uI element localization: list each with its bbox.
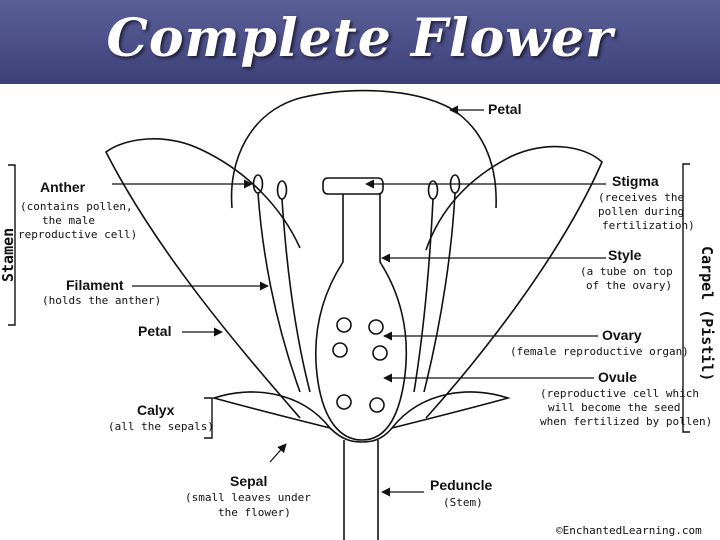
style-label: Style bbox=[608, 247, 642, 263]
stigma-desc-2: pollen during bbox=[598, 205, 684, 218]
right-petal-shape bbox=[425, 145, 603, 419]
sepal-label: Sepal bbox=[230, 473, 267, 489]
receptacle-shape bbox=[329, 427, 393, 443]
sepal-leader bbox=[269, 443, 287, 463]
ovule-shape bbox=[336, 394, 352, 410]
ovule-shape bbox=[336, 317, 352, 333]
anther-shape bbox=[276, 180, 288, 200]
carpel-label: Carpel (Pistil) bbox=[698, 246, 716, 381]
ovule-shape bbox=[332, 342, 348, 358]
anther-label: Anther bbox=[40, 179, 86, 195]
brackets bbox=[8, 163, 690, 439]
left-petal-shape bbox=[104, 138, 301, 419]
filament-shape bbox=[413, 198, 434, 393]
stigma-shape bbox=[322, 177, 384, 195]
page-title: Complete Flower bbox=[106, 8, 614, 69]
ovule-desc-3: when fertilized by pollen) bbox=[540, 415, 712, 428]
title-banner bbox=[0, 0, 720, 84]
anther-shape bbox=[252, 174, 264, 194]
filament-desc: (holds the anther) bbox=[42, 294, 161, 307]
ovary-desc: (female reproductive organ) bbox=[510, 345, 689, 358]
style-desc-1: (a tube on top bbox=[580, 265, 673, 278]
petal-left-label: Petal bbox=[138, 323, 171, 339]
filament-shape bbox=[423, 192, 456, 393]
filament-shape bbox=[257, 192, 301, 393]
right-sepal-shape bbox=[389, 391, 511, 430]
anther-desc-1: (contains pollen, bbox=[20, 200, 133, 213]
stamen-bracket bbox=[8, 164, 16, 326]
stigma-desc-1: (receives the bbox=[598, 191, 684, 204]
filament-label: Filament bbox=[66, 277, 124, 293]
calyx-label: Calyx bbox=[137, 402, 175, 418]
top-petal-shape bbox=[230, 89, 497, 209]
style-ovary-shape bbox=[315, 194, 408, 441]
ovary-label: Ovary bbox=[602, 327, 642, 343]
anther-desc-2: the male bbox=[42, 214, 95, 227]
style-desc-2: of the ovary) bbox=[586, 279, 672, 292]
ovule-desc-1: (reproductive cell which bbox=[540, 387, 699, 400]
ovule-label: Ovule bbox=[598, 369, 637, 385]
sepal-desc-1: (small leaves under bbox=[185, 491, 311, 504]
anther-desc-3: reproductive cell) bbox=[18, 228, 137, 241]
stigma-desc-3: fertilization) bbox=[602, 219, 695, 232]
ovule-desc-2: will become the seed bbox=[548, 401, 680, 414]
petal-top-label: Petal bbox=[488, 101, 521, 117]
peduncle-desc: (Stem) bbox=[443, 496, 483, 509]
calyx-bracket bbox=[204, 397, 213, 439]
stigma-label: Stigma bbox=[612, 173, 659, 189]
leader-lines bbox=[112, 105, 606, 497]
sepal-desc-2: the flower) bbox=[218, 506, 291, 519]
credit-text: ©EnchantedLearning.com bbox=[556, 524, 702, 537]
flower-drawing bbox=[104, 89, 603, 540]
peduncle-label: Peduncle bbox=[430, 477, 492, 493]
ovule-shape bbox=[372, 345, 388, 361]
stamen-label: Stamen bbox=[0, 228, 17, 282]
calyx-desc: (all the sepals) bbox=[108, 420, 214, 433]
ovule-shape bbox=[369, 397, 385, 413]
filament-shape bbox=[281, 198, 311, 393]
ovule-shape bbox=[368, 319, 384, 335]
left-sepal-shape bbox=[211, 391, 333, 430]
carpel-bracket bbox=[682, 163, 690, 433]
